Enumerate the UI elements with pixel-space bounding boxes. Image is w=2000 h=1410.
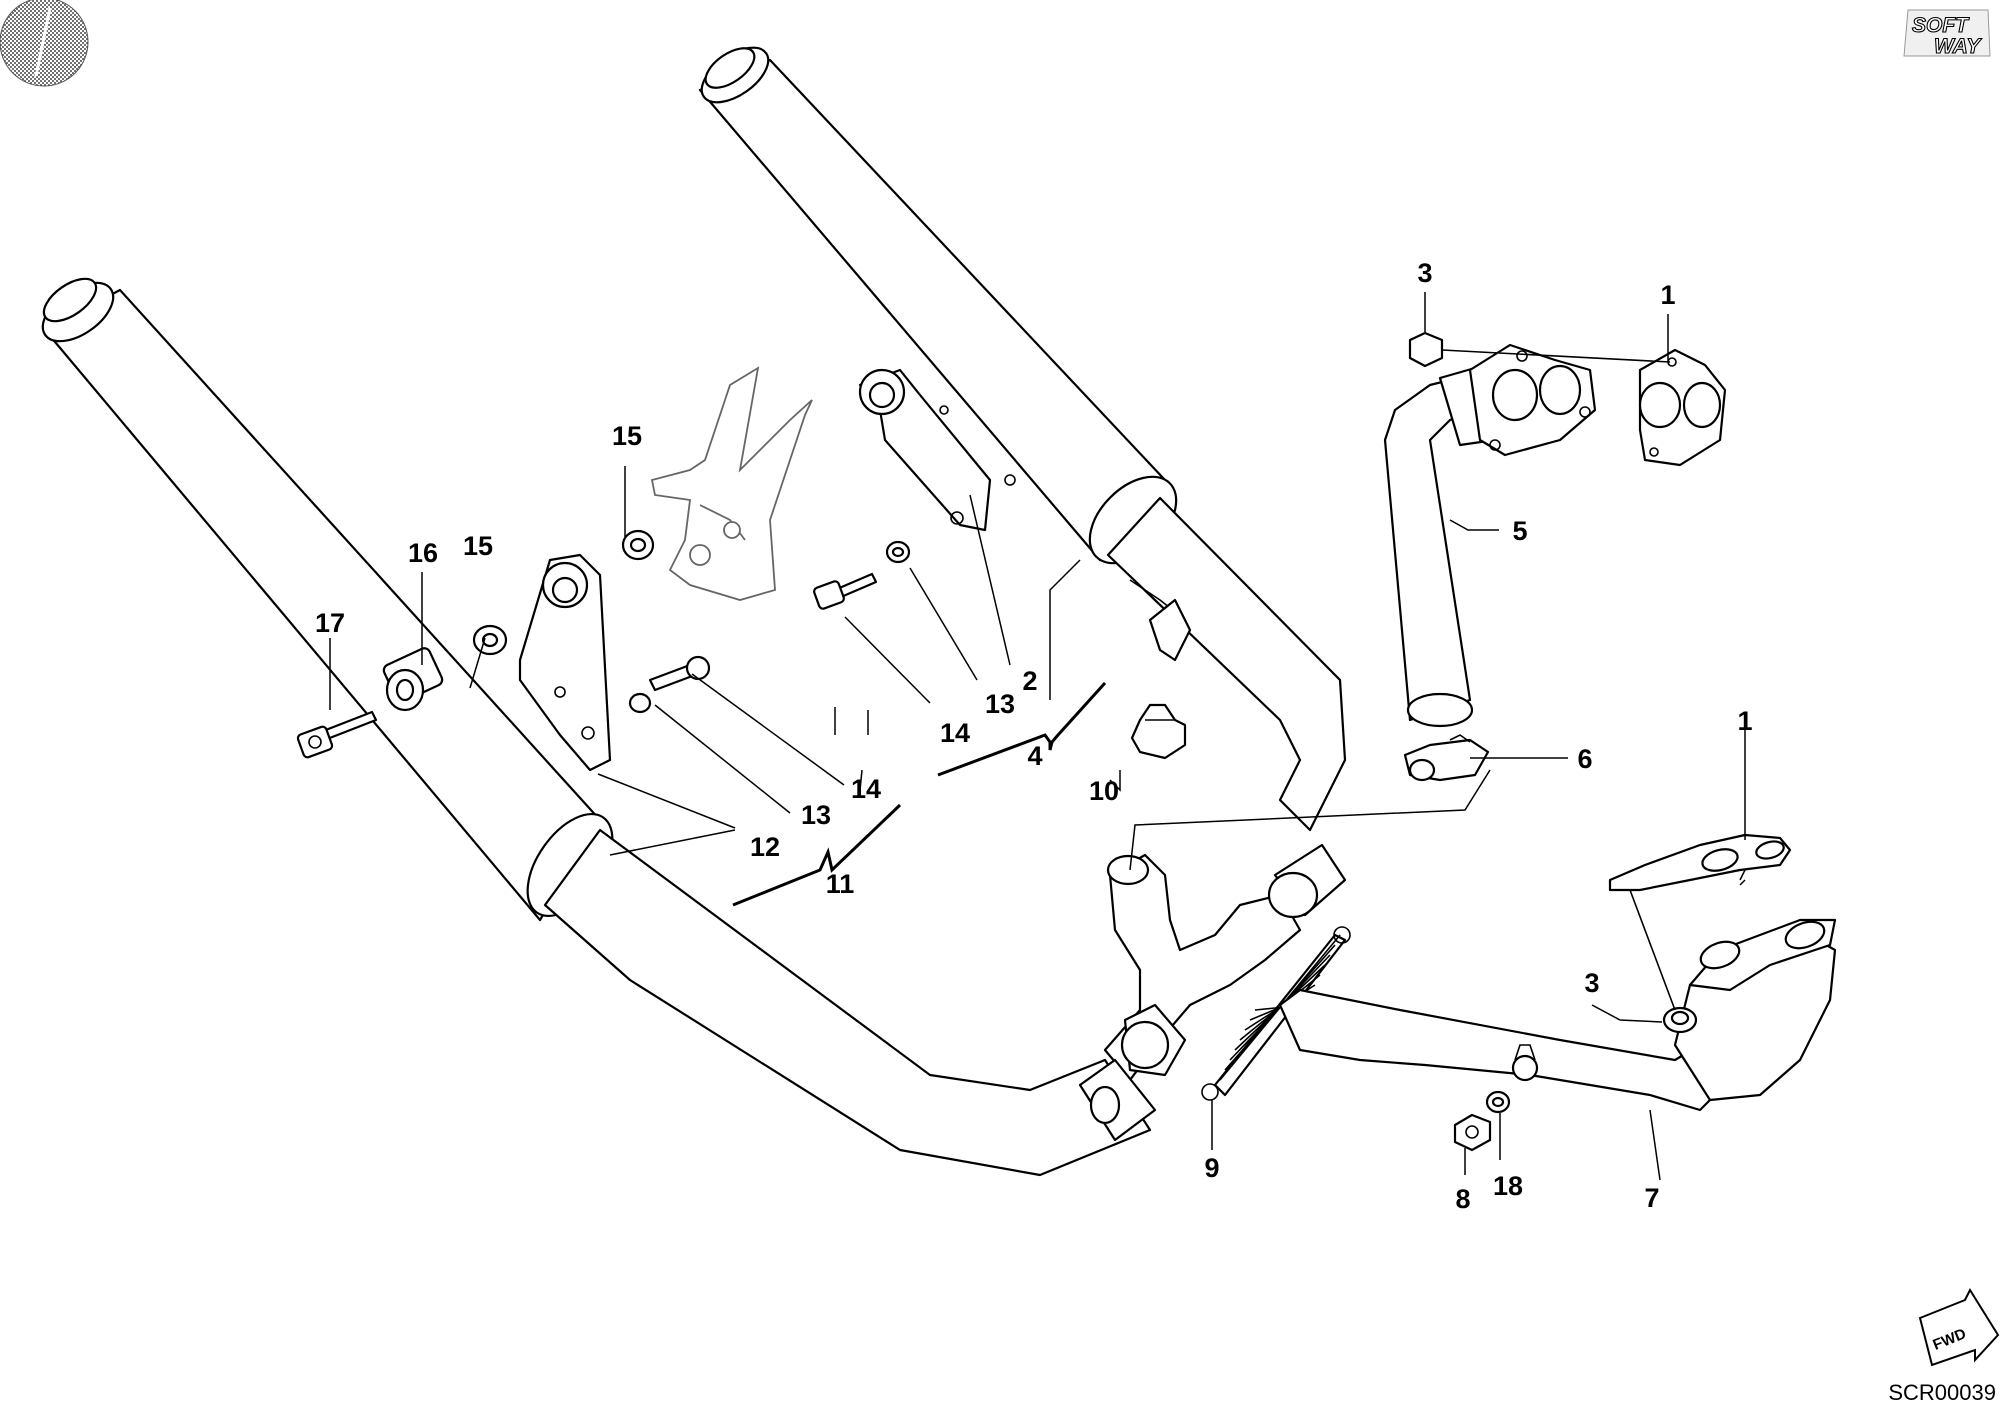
callout-17: 17	[315, 608, 345, 638]
callout-1: 1	[1737, 706, 1752, 736]
stud-line-upper	[1441, 349, 1671, 363]
washer-18	[1485, 1090, 1511, 1114]
collar-lower-left	[1078, 1058, 1157, 1142]
callout-3: 3	[1584, 968, 1599, 998]
upper-muffler	[698, 46, 1347, 832]
flange-upper	[1468, 343, 1597, 457]
diagram-code: SCR00039	[1888, 1380, 1996, 1405]
callout-15: 15	[612, 421, 642, 451]
callout-13: 13	[801, 800, 831, 830]
callout-18: 18	[1493, 1171, 1523, 1201]
callout-labels: 1 1 2 3 3 4 5 6 7 8 9 10 11 12 13 13 14 …	[315, 258, 1753, 1214]
nut-3-lower	[1662, 1006, 1698, 1034]
header-pipe-5	[1383, 366, 1497, 728]
callout-14: 14	[940, 718, 970, 748]
callout-16: 16	[408, 538, 438, 568]
softway-logo: SOFT WAY	[1903, 9, 1991, 59]
gasket-1-upper	[1638, 348, 1727, 467]
callout-13: 13	[985, 689, 1015, 719]
callout-7: 7	[1644, 1183, 1659, 1213]
fasteners-4	[813, 540, 911, 610]
stud-pipe-7	[1511, 1044, 1539, 1082]
nut-3-upper	[1408, 331, 1444, 368]
svg-text:WAY: WAY	[1934, 35, 1982, 58]
callout-6: 6	[1577, 744, 1592, 774]
header-pipe-7	[1278, 918, 1837, 1112]
gasket-1-lower	[1608, 833, 1792, 892]
callout-2: 2	[1022, 666, 1037, 696]
fwd-arrow-icon: FWD	[1918, 1287, 2000, 1367]
callout-5: 5	[1512, 516, 1527, 546]
stud-line-lower	[1629, 889, 1676, 1011]
callout-12: 12	[750, 832, 780, 862]
callout-14: 14	[851, 774, 881, 804]
callout-9: 9	[1204, 1153, 1219, 1183]
rubber-bumper-10	[1130, 703, 1187, 760]
callout-8: 8	[1455, 1184, 1470, 1214]
clamp-6	[1403, 734, 1490, 782]
callout-1: 1	[1660, 280, 1675, 310]
callout-11: 11	[826, 869, 855, 899]
bracket-11	[518, 553, 612, 772]
callout-10: 10	[1089, 776, 1119, 806]
callout-3: 3	[1417, 258, 1432, 288]
leader-lines	[329, 292, 1746, 1181]
collar-lower	[1120, 1003, 1187, 1077]
callout-15: 15	[463, 531, 493, 561]
brace-11	[732, 803, 902, 907]
svg-text:SOFT: SOFT	[1912, 14, 1970, 37]
bracket-4	[858, 368, 1016, 532]
fasteners-11	[296, 529, 711, 759]
brace-4	[937, 681, 1107, 777]
frame-bracket-outline	[650, 366, 813, 601]
collar-upper-right	[1267, 843, 1347, 919]
lower-muffler	[41, 277, 1152, 1177]
bolt-8	[1453, 1113, 1492, 1152]
brand-logo-icon	[0, 0, 89, 87]
callout-4: 4	[1027, 741, 1042, 771]
